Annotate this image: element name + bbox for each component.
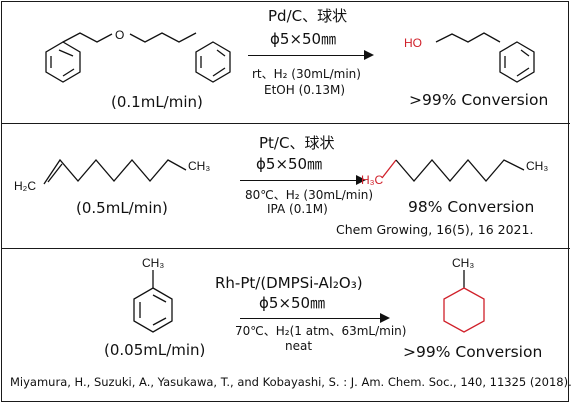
bead-size-2: ϕ5×50㎜ [256, 155, 323, 173]
flow-rate-2: (0.5mL/min) [76, 199, 168, 217]
divider-1 [1, 123, 570, 124]
reaction-arrow-1 [248, 50, 374, 60]
methyl-label-octane: CH₃ [526, 159, 548, 173]
conditions-1: rt、H₂ (30mL/min) [252, 67, 361, 81]
oxygen-label: O [115, 28, 124, 42]
conditions-2: 80℃、H₂ (30mL/min) [245, 188, 374, 202]
conversion-1: >99% Conversion [409, 91, 549, 109]
divider-2 [1, 248, 570, 249]
flow-rate-3: (0.05mL/min) [104, 341, 206, 359]
conditions-3: 70℃、H₂(1 atm、63mL/min) [235, 324, 407, 338]
phenylpropanol-structure: HO [404, 32, 535, 83]
bead-size-1: ϕ5×50㎜ [270, 30, 337, 48]
octene-structure: H₂C CH₃ [14, 158, 210, 193]
conversion-3: >99% Conversion [403, 343, 543, 361]
methylene-label: H₂C [14, 179, 36, 193]
catalyst-3: Rh-Pt/(DMPSi-Al₂O₃) [215, 274, 363, 292]
methyl-label-toluene: CH₃ [142, 256, 164, 270]
citation-jacs: Miyamura, H., Suzuki, A., Yasukawa, T., … [10, 375, 572, 389]
flow-rate-1: (0.1mL/min) [111, 93, 203, 111]
bead-size-3: ϕ5×50㎜ [259, 294, 326, 312]
methyl-label-cyclohexane: CH₃ [452, 256, 474, 270]
solvent-3: neat [285, 339, 313, 353]
reaction-arrow-2 [240, 175, 366, 185]
methyl-label-red: H₃C [361, 173, 384, 187]
solvent-2: IPA (0.1M) [267, 202, 328, 216]
catalyst-2: Pt/C、球状 [259, 134, 335, 152]
citation-chem-growing: Chem Growing, 16(5), 16 2021. [336, 222, 534, 237]
methyl-label-octene: CH₃ [188, 159, 210, 173]
benzyl-ether-structure: O [45, 28, 231, 83]
hydroxyl-label: HO [404, 36, 422, 50]
octane-structure: H₃C CH₃ [361, 159, 548, 187]
catalyst-1: Pd/C、球状 [268, 7, 348, 25]
reaction-arrow-3 [240, 313, 390, 323]
solvent-1: EtOH (0.13M) [264, 83, 346, 97]
conversion-2: 98% Conversion [408, 198, 535, 216]
